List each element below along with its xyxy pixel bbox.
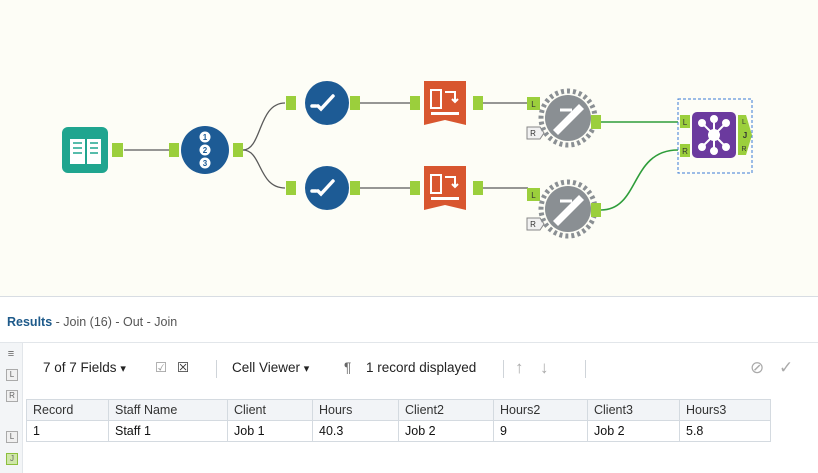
select-all-icon[interactable]: ☑ [155,360,168,375]
svg-text:R: R [530,220,536,229]
cell-viewer-label: Cell Viewer [232,360,301,375]
connection-recordid-select-bottom [242,149,286,189]
toolbar-separator [585,360,586,378]
chevron-down-icon: ▾ [303,363,310,375]
column-header[interactable]: Client2 [398,399,494,421]
pilcrow-icon[interactable]: ¶ [344,360,352,375]
svg-text:L: L [683,118,688,127]
results-divider [0,342,818,343]
disabled-tool-bottom[interactable]: L R [526,179,601,239]
join-tool[interactable]: L R L J R [677,98,753,174]
column-header[interactable]: Hours2 [493,399,588,421]
table-cell[interactable]: Job 2 [587,420,680,442]
table-cell[interactable]: 40.3 [312,420,399,442]
records-displayed: 1 record displayed [366,360,477,375]
table-cell[interactable]: Staff 1 [108,420,228,442]
column-header[interactable]: Hours3 [679,399,771,421]
connection-recordid-select-top [242,102,286,151]
svg-text:J: J [743,131,747,140]
column-header[interactable]: Client3 [587,399,680,421]
left-anchor-icon[interactable]: L [6,369,18,381]
results-table: Record Staff Name Client Hours Client2 H… [26,399,771,442]
svg-text:2: 2 [203,146,208,155]
join-output-icon[interactable]: J [6,453,18,465]
table-cell[interactable]: 9 [493,420,588,442]
svg-text:R: R [741,146,746,153]
column-header[interactable]: Record [26,399,109,421]
select-tool-top[interactable] [286,81,360,125]
chevron-down-icon: ▾ [120,363,126,375]
apply-icon[interactable]: ✓ [779,358,794,377]
workflow-connections: 1 2 3 [62,81,753,239]
results-side-strip: ≡ L R L J [0,343,23,473]
transpose-tool-top[interactable] [410,81,483,125]
table-cell[interactable]: Job 2 [398,420,494,442]
left-output-icon[interactable]: L [6,431,18,443]
toolbar-separator [216,360,217,378]
fields-dropdown[interactable]: 7 of 7 Fields ▾ [43,360,126,375]
transpose-tool-bottom[interactable] [410,166,483,210]
table-cell[interactable]: 1 [26,420,109,442]
table-row[interactable]: 1 Staff 1 Job 1 40.3 Job 2 9 Job 2 5.8 [26,420,771,442]
cancel-icon[interactable]: ⊘ [750,358,765,377]
deselect-all-icon[interactable]: ☒ [177,360,190,375]
table-cell[interactable]: Job 1 [227,420,313,442]
svg-text:L: L [531,191,536,200]
results-title: Results - Join (16) - Out - Join [7,315,177,329]
workflow-canvas[interactable]: 1 2 3 [0,0,818,296]
arrow-up-icon[interactable]: ↑ [515,358,524,377]
results-panel: Results - Join (16) - Out - Join ≡ L R L… [0,296,818,473]
list-icon[interactable]: ≡ [7,348,15,360]
right-anchor-icon[interactable]: R [6,390,18,402]
results-title-label: Results [7,315,53,329]
svg-text:L: L [531,100,536,109]
fields-label: 7 of 7 Fields [43,360,117,375]
toolbar-separator [503,360,504,378]
svg-text:L: L [742,119,746,126]
svg-text:3: 3 [203,159,208,168]
svg-text:R: R [682,147,688,156]
cell-viewer-dropdown[interactable]: Cell Viewer ▾ [232,360,309,375]
table-header-row: Record Staff Name Client Hours Client2 H… [26,399,771,421]
table-cell[interactable]: 5.8 [679,420,771,442]
select-tool-bottom[interactable] [286,166,360,210]
svg-text:1: 1 [203,133,208,142]
connection-disabled-join-right [600,149,679,211]
input-data-tool[interactable] [62,127,123,173]
column-header[interactable]: Hours [312,399,399,421]
record-id-tool[interactable]: 1 2 3 [169,126,243,174]
svg-text:R: R [530,129,536,138]
column-header[interactable]: Client [227,399,313,421]
column-header[interactable]: Staff Name [108,399,228,421]
results-title-path: - Join (16) - Out - Join [52,315,178,329]
disabled-tool-top[interactable]: L R [526,88,601,148]
arrow-down-icon[interactable]: ↓ [540,358,549,377]
